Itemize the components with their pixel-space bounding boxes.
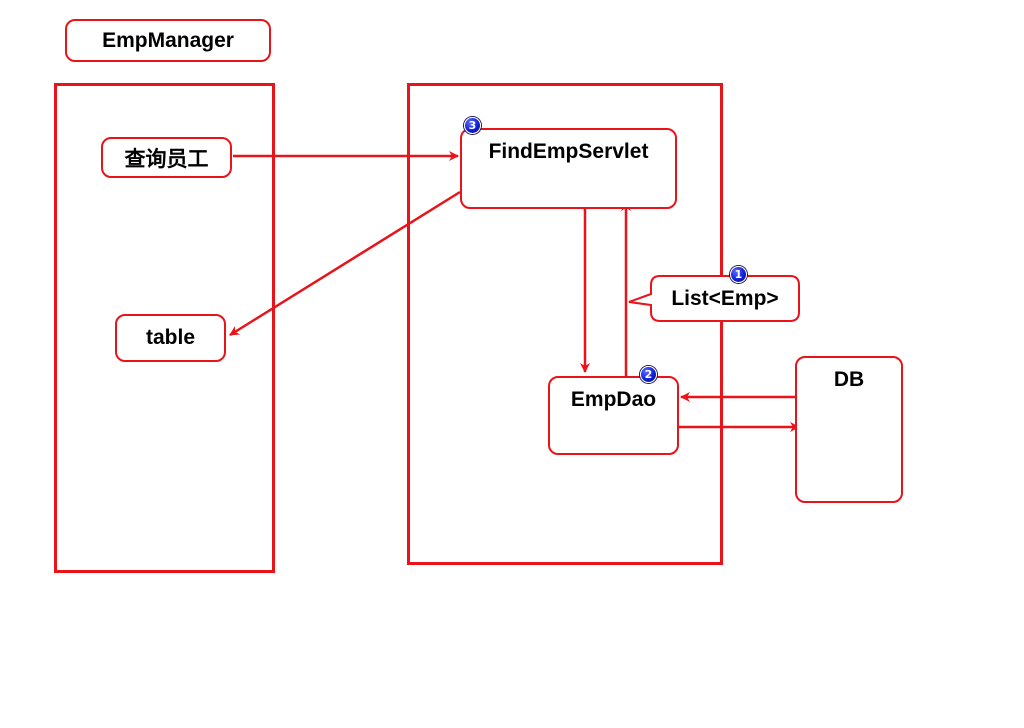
list-emp-callout: List<Emp> [652, 277, 798, 320]
server-frame [407, 83, 723, 565]
table-box: table [115, 314, 226, 362]
query-employees-box: 查询员工 [101, 137, 232, 178]
db-label: DB [833, 368, 865, 391]
badge-three: 3 [464, 117, 481, 134]
find-emp-servlet-label: FindEmpServlet [488, 140, 649, 163]
arrow-servlet-to-table [229, 190, 461, 337]
db-box: DB [795, 356, 903, 503]
find-emp-servlet-box: FindEmpServlet [460, 128, 677, 209]
left-frame [54, 83, 275, 573]
query-employees-label: 查询员工 [124, 145, 209, 171]
list-emp-label: List<Emp> [671, 286, 779, 310]
title-box: EmpManager [65, 19, 271, 62]
title-label: EmpManager [102, 28, 234, 52]
table-label: table [145, 326, 195, 349]
badge-two: 2 [640, 366, 657, 383]
callout-bubble [628, 275, 800, 322]
emp-dao-box: EmpDao [548, 376, 679, 455]
emp-dao-label: EmpDao [570, 388, 657, 411]
badge-one: 1 [730, 266, 747, 283]
